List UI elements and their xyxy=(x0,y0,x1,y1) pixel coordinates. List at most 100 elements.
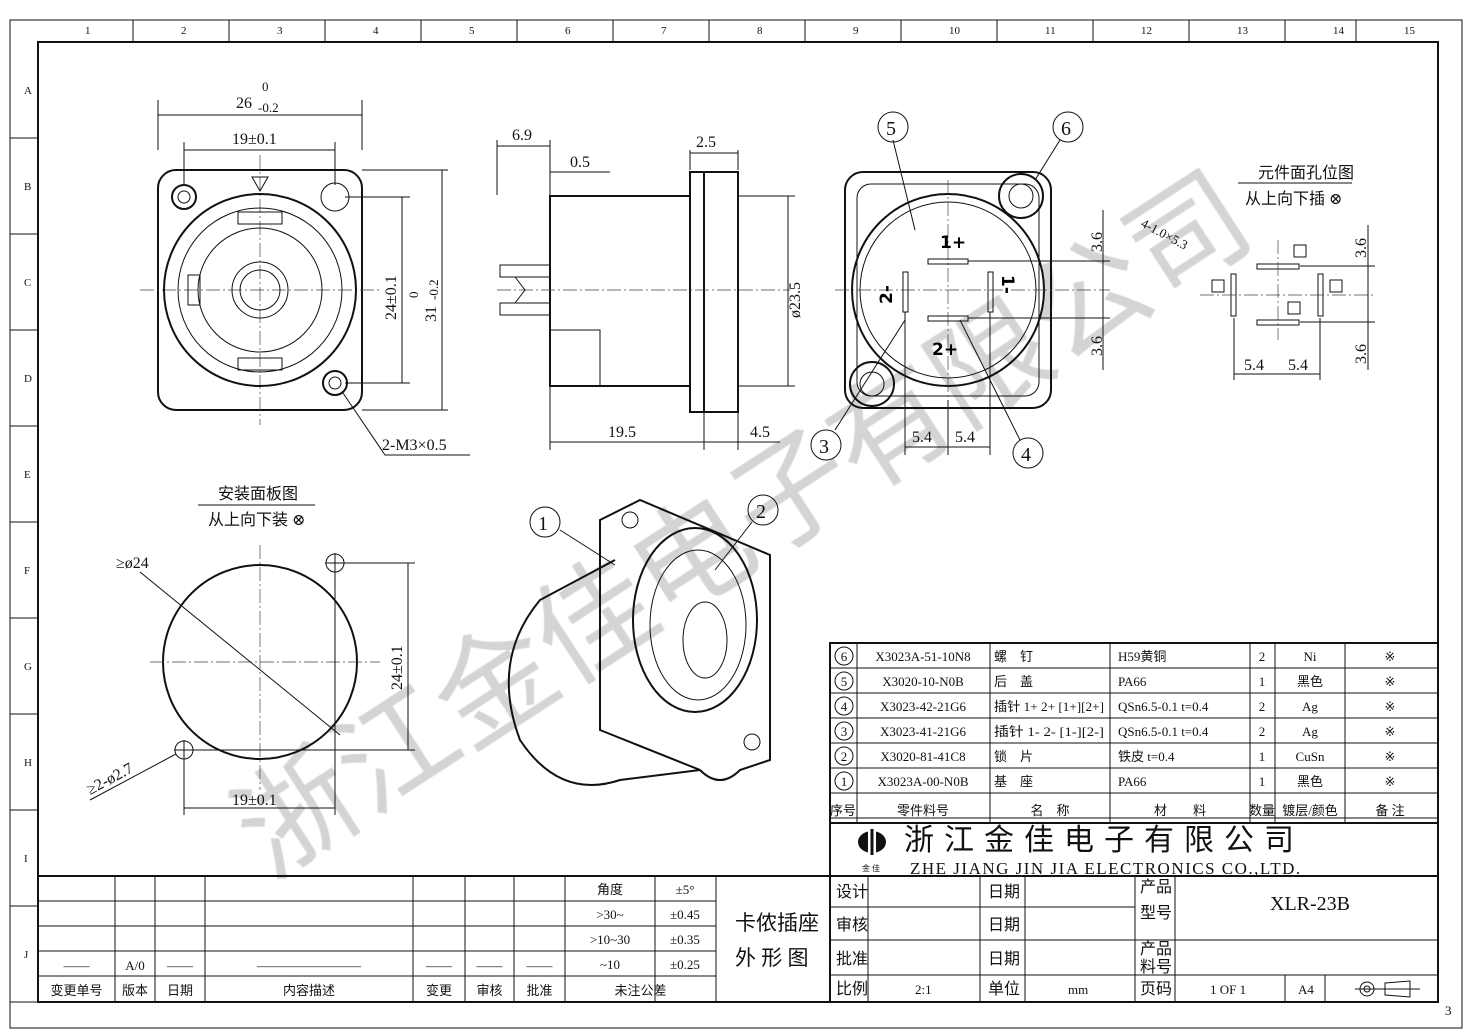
bom-header-no: 序号 xyxy=(830,803,856,818)
logo-text: 金 佳 xyxy=(862,863,880,873)
zone-left: I xyxy=(24,853,28,865)
check-label: 审核 xyxy=(836,916,868,934)
zone-left: E xyxy=(24,469,31,481)
model-label-1: 产品 xyxy=(1140,878,1172,896)
hole-pattern-title: 元件面孔位图 xyxy=(1258,164,1354,182)
zone-top: 14 xyxy=(1333,25,1345,37)
revision-header: 日期 xyxy=(167,983,193,998)
revision-value: ———————— xyxy=(256,958,362,973)
tolerance-range: ~10 xyxy=(600,957,620,972)
title-block: 设计 审核 批准 比例 2:1 日期 日期 日期 单位 mm 产品 型号 XLR… xyxy=(829,876,1438,1002)
bom-name: 锁 片 xyxy=(994,749,1033,764)
bom-item-no: 3 xyxy=(841,724,848,739)
zone-left: H xyxy=(24,757,32,769)
bom-name: 插针 1+ 2+ [1+][2+] xyxy=(994,699,1104,714)
revision-value: —— xyxy=(63,958,91,973)
revision-block: ——A/0————————————————变更单号版本日期内容描述变更审核批准未… xyxy=(37,875,831,1003)
front-view: 26 0 -0.2 19±0.1 24±0.1 31 0 -0.2 2-M3×0… xyxy=(140,79,470,456)
dim-diameter: ø23.5 xyxy=(787,282,804,318)
dim-5-4-right: 5.4 xyxy=(955,429,975,446)
bom-finish: Ag xyxy=(1302,724,1318,739)
bom-item-no: 2 xyxy=(841,749,848,764)
design-date-label: 日期 xyxy=(988,883,1020,901)
hole-note: 4-1.0×5.3 xyxy=(1139,215,1191,252)
page-label: 页码 xyxy=(1140,980,1172,998)
bom-finish: CuSn xyxy=(1296,749,1325,764)
svg-text:3: 3 xyxy=(819,436,829,458)
zone-left: J xyxy=(24,949,29,961)
bom-header-qty: 数量 xyxy=(1249,803,1275,818)
pin-2plus: 2+ xyxy=(932,340,958,360)
tolerance-value: ±0.25 xyxy=(670,957,700,972)
zone-top: 8 xyxy=(757,25,763,37)
tolerance-range: 角度 xyxy=(597,882,623,897)
bom-note: ※ xyxy=(1385,674,1396,689)
hp-dim-left: 5.4 xyxy=(1244,357,1264,374)
revision-header: 变更 xyxy=(426,983,452,998)
sheet-number: 3 xyxy=(1445,1003,1452,1018)
revision-value: A/0 xyxy=(125,958,145,973)
dim-height-tol-up: 0 xyxy=(406,292,421,299)
paper-size: A4 xyxy=(1298,982,1314,997)
zone-top: 12 xyxy=(1141,25,1152,37)
bom-note: ※ xyxy=(1385,774,1396,789)
revision-header: 审核 xyxy=(476,983,502,998)
dim-5-4-left: 5.4 xyxy=(912,429,932,446)
bom-qty: 2 xyxy=(1259,699,1266,714)
rear-view: 5 6 3 4 3.6 3.6 5.4 5.4 1+ 1- 2- 2+ xyxy=(810,111,1110,469)
zone-top: 11 xyxy=(1045,25,1056,37)
bom-note: ※ xyxy=(1385,749,1396,764)
tolerance-range: >10~30 xyxy=(590,932,630,947)
revision-header: 批准 xyxy=(526,983,552,998)
bom-part: X3020-10-N0B xyxy=(882,674,964,689)
bom-finish: 黑色 xyxy=(1297,774,1323,789)
bom-header-material: 材 料 xyxy=(1154,803,1206,818)
bom-material: 铁皮 t=0.4 xyxy=(1118,749,1175,764)
hp-dim-bottom: 3.6 xyxy=(1353,344,1370,364)
zone-top: 9 xyxy=(853,25,859,37)
pin-1plus: 1+ xyxy=(940,233,966,253)
zone-left: C xyxy=(24,277,31,289)
svg-text:6: 6 xyxy=(1061,118,1071,140)
bom-part: X3023A-00-N0B xyxy=(878,774,969,789)
zone-top: 15 xyxy=(1404,25,1416,37)
revision-value: —— xyxy=(476,958,504,973)
bom-note: ※ xyxy=(1385,699,1396,714)
model-label-2: 型号 xyxy=(1140,904,1172,922)
hole-pattern-view: 元件面孔位图 从上向下插 ⊗ 4-1.0×5.3 3.6 3.6 5.4 5.4 xyxy=(1139,164,1375,380)
dim-flange: 4.5 xyxy=(750,424,770,441)
dim-3-6-top: 3.6 xyxy=(1089,232,1106,252)
zone-left: G xyxy=(24,661,32,673)
svg-text:1: 1 xyxy=(538,513,548,535)
revision-value: —— xyxy=(526,958,554,973)
check-date-label: 日期 xyxy=(988,916,1020,934)
bom-note: ※ xyxy=(1385,649,1396,664)
bom-part: X3020-81-41C8 xyxy=(880,749,965,764)
balloon-4: 4 xyxy=(1012,437,1044,469)
bom-part: X3023A-51-10N8 xyxy=(875,649,970,664)
company-name-cn: 浙江金佳电子有限公司 xyxy=(904,824,1304,857)
panel-subtitle: 从上向下装 ⊗ xyxy=(208,511,305,529)
product-model: XLR-23B xyxy=(1270,893,1350,915)
dim-width-tol-up: 0 xyxy=(262,79,269,94)
panel-title: 安装面板图 xyxy=(218,485,298,503)
revision-header: 未注公差 xyxy=(614,983,666,998)
revision-header: 变更单号 xyxy=(50,983,102,998)
zone-top: 6 xyxy=(565,25,571,37)
balloon-1: 1 xyxy=(529,506,561,538)
bom-name: 后 盖 xyxy=(994,674,1033,689)
bom-part: X3023-42-21G6 xyxy=(880,699,966,714)
company-name-en: ZHE JIANG JIN JIA ELECTRONICS CO.,LTD. xyxy=(910,859,1302,878)
projection-symbol-icon xyxy=(1355,980,1420,998)
partno-label-1: 产品 xyxy=(1140,940,1172,958)
tolerance-value: ±0.35 xyxy=(670,932,700,947)
zone-top: 1 xyxy=(85,25,91,37)
dim-height-tol-down: -0.2 xyxy=(426,279,441,300)
unit-value: mm xyxy=(1068,982,1088,997)
bom-qty: 2 xyxy=(1259,649,1266,664)
